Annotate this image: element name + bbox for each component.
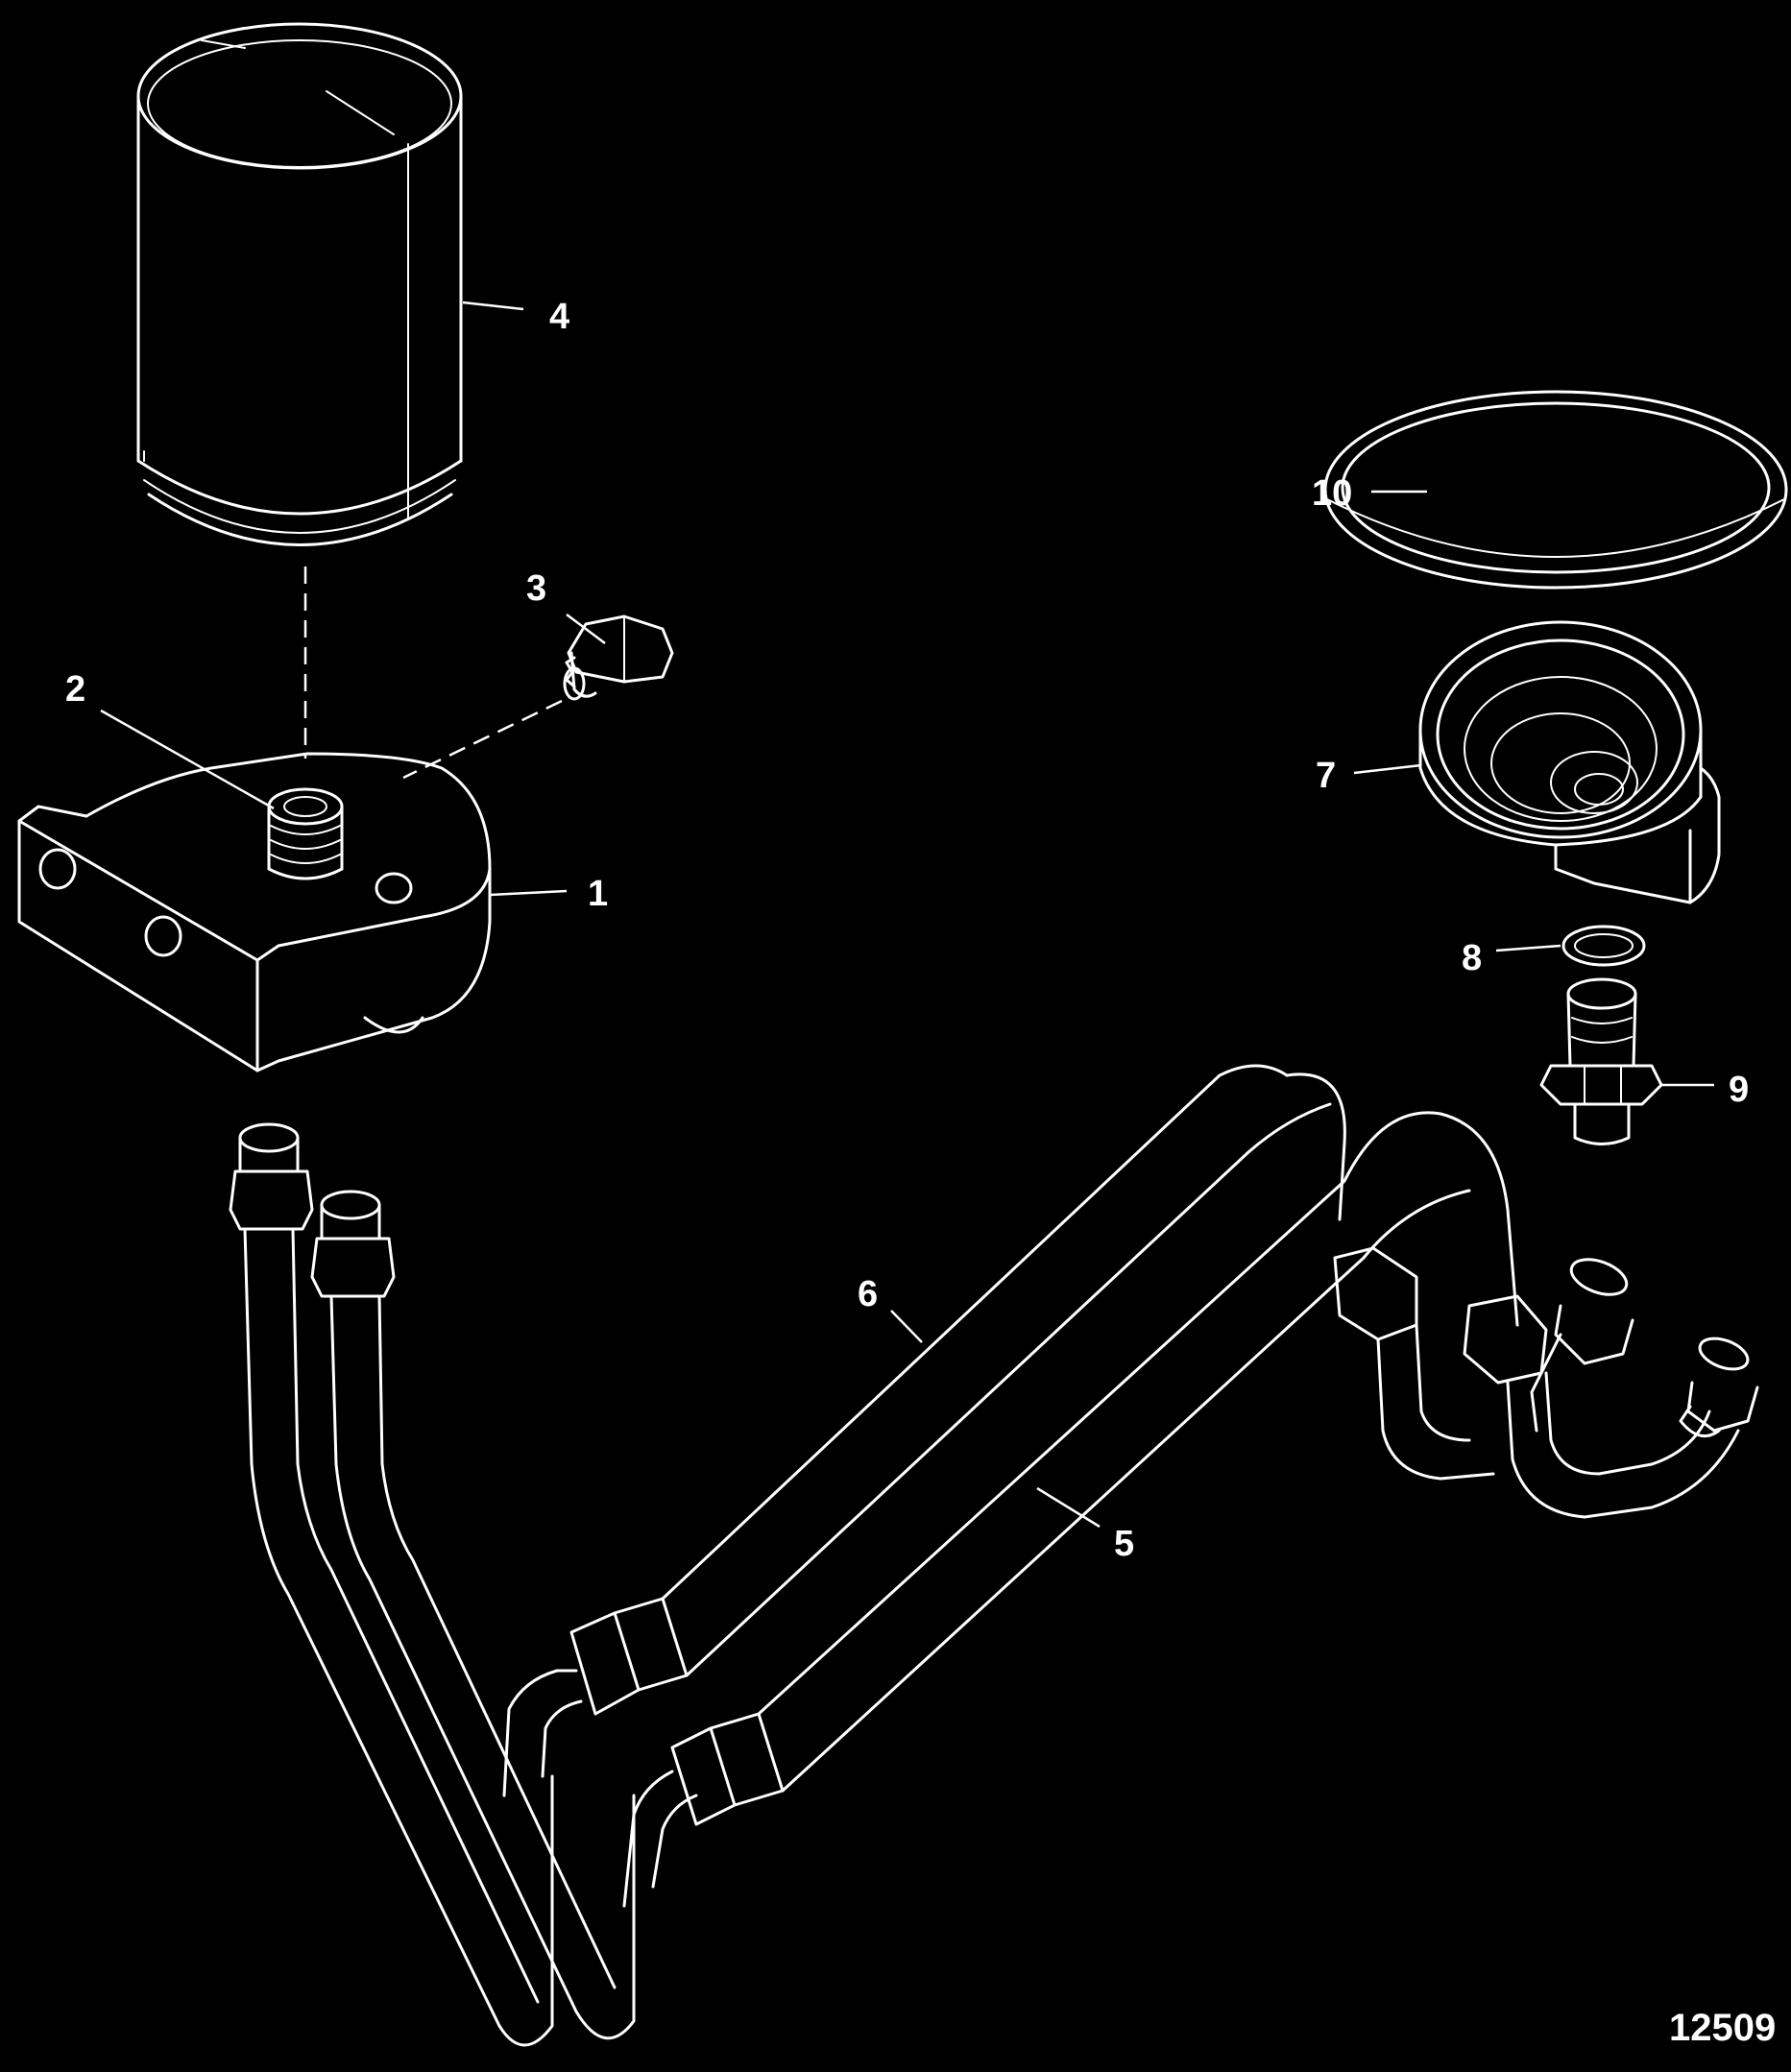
leader-5 — [1036, 1486, 1101, 1529]
long-lines-5-6 — [502, 1064, 1519, 1908]
small-o-ring — [1561, 925, 1646, 967]
oil-filter-canister — [136, 22, 463, 546]
hose-left-pair — [229, 1122, 636, 2047]
assembly-line-plug — [402, 699, 563, 780]
filter-mount-bracket — [17, 752, 492, 1072]
adapter-fitting — [1539, 977, 1663, 1145]
leader-1 — [489, 889, 568, 897]
callout-9: 9 — [1729, 1070, 1749, 1110]
callout-5: 5 — [1114, 1524, 1134, 1564]
leader-4 — [462, 301, 524, 311]
callout-2: 2 — [65, 669, 85, 710]
threaded-nipple — [267, 787, 344, 880]
drain-plug — [563, 614, 674, 701]
leader-2 — [100, 709, 275, 810]
callout-8: 8 — [1462, 938, 1482, 978]
callout-7: 7 — [1316, 756, 1336, 796]
callout-6: 6 — [858, 1274, 878, 1314]
figure-number: 12509 — [1669, 2007, 1776, 2049]
callout-10: 10 — [1312, 473, 1352, 514]
callout-3: 3 — [526, 568, 546, 609]
leader-3 — [566, 614, 606, 644]
callout-1: 1 — [588, 874, 608, 914]
leader-6 — [890, 1310, 923, 1343]
hose-right-group — [1333, 1246, 1759, 1519]
filter-adapter — [1418, 620, 1721, 904]
callout-4: 4 — [549, 297, 569, 337]
leader-8 — [1495, 944, 1561, 952]
large-o-ring — [1323, 390, 1788, 590]
leader-7 — [1353, 763, 1422, 775]
